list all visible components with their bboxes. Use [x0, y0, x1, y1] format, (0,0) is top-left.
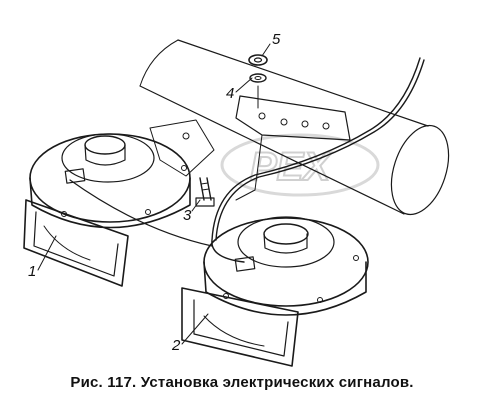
horn-upper [23, 133, 191, 287]
callout-1: 1 [28, 263, 36, 280]
svg-text:PEX: PEX [250, 145, 332, 189]
callout-4: 4 [226, 85, 234, 102]
callout-5: 5 [272, 31, 281, 48]
watermark-logo: PEX [220, 133, 380, 197]
mounting-bracket [149, 95, 351, 201]
figure-caption: Рис. 117. Установка электрических сигнал… [70, 374, 414, 391]
callout-leaders [37, 43, 271, 345]
horn-lower [181, 216, 369, 367]
callout-3: 3 [183, 207, 192, 224]
wiring-harness [69, 57, 425, 263]
frame-member [139, 39, 450, 216]
callout-2: 2 [171, 337, 181, 354]
nut-and-washer [248, 54, 268, 109]
mounting-bolt [195, 177, 215, 207]
